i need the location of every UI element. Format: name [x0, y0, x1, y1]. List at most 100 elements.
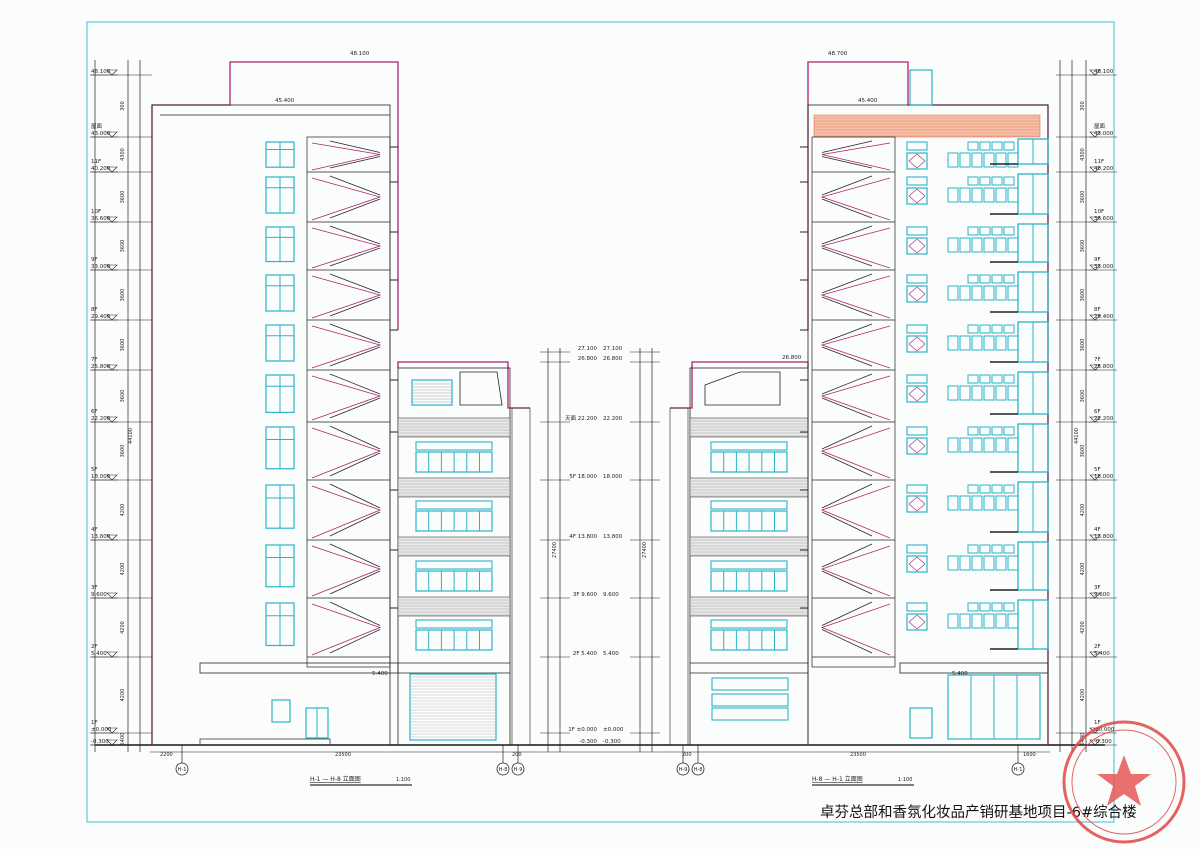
window — [906, 335, 928, 353]
view-title-left: H-1 — H-8 立面图 — [310, 775, 361, 783]
level-triangle — [106, 416, 118, 423]
window-pane — [959, 437, 971, 453]
floor-height-left: 3600 — [120, 339, 126, 352]
small-window — [991, 484, 1003, 494]
left-tall-body — [151, 104, 391, 746]
stair-flight — [329, 543, 381, 568]
stair-flight — [821, 483, 873, 509]
level-triangle — [1089, 216, 1101, 223]
floor-height-right: 4200 — [1080, 621, 1086, 634]
level-right-10-floor: 3F — [1094, 585, 1101, 591]
level-right-3-floor: 10F — [1094, 209, 1104, 215]
window-opening-mark — [908, 614, 926, 630]
ground-window — [711, 693, 789, 707]
level-triangle — [106, 131, 118, 138]
level-left-13-elev: -0.300 — [91, 739, 109, 745]
vent-window — [906, 602, 928, 612]
window — [906, 495, 928, 513]
small-window — [1003, 226, 1015, 236]
window — [906, 385, 928, 403]
window — [906, 437, 928, 455]
window-pane — [995, 237, 1007, 253]
window-pane — [983, 555, 995, 571]
stair-railing — [820, 227, 891, 269]
floor-height-left: 5400 — [120, 733, 126, 746]
stair-railing — [311, 227, 382, 269]
level-right-11-floor: 2F — [1094, 644, 1101, 650]
level-triangle — [1089, 314, 1101, 321]
roof-hatch — [459, 371, 503, 406]
axis-label: H-9 — [514, 767, 523, 773]
stair-flight — [329, 397, 381, 419]
window-pane — [947, 385, 959, 401]
level-triangle — [1089, 592, 1101, 599]
level-right-2-elev: 40.200 — [1094, 166, 1114, 172]
level-triangle — [1089, 166, 1101, 173]
level-left-12-floor: 1F — [91, 720, 98, 726]
level-left-5-floor: 8F — [91, 307, 98, 313]
stair-railing — [311, 545, 382, 597]
view-scale-right: 1:100 — [898, 777, 912, 783]
floor-height-right: 3600 — [1080, 289, 1086, 302]
stair-railing — [311, 485, 382, 539]
axis-bubble — [511, 762, 525, 776]
small-window — [967, 602, 979, 612]
small-window — [967, 544, 979, 554]
vent-window — [906, 274, 928, 284]
window-pane — [1007, 613, 1019, 629]
stair-flight — [329, 452, 381, 477]
level-low-right-7: ±0.000 — [603, 727, 624, 733]
small-window — [979, 484, 991, 494]
stair-flight — [821, 629, 873, 654]
window-opening-mark — [908, 438, 926, 454]
dim-span-right: 23500 — [850, 752, 866, 758]
axis-label: H-1 — [1014, 767, 1023, 773]
stair-flight — [821, 198, 873, 219]
dim-right-overhang: 1600 — [1023, 752, 1036, 758]
level-right-6-elev: 25.800 — [1094, 364, 1114, 370]
stair-flight — [329, 156, 381, 169]
small-window — [979, 226, 991, 236]
level-low-roof-right: 26.800 — [782, 355, 802, 361]
level-left-parapet: 48.100 — [350, 51, 370, 57]
window-pane — [983, 495, 995, 511]
level-right-7-floor: 6F — [1094, 409, 1101, 415]
level-left-6-elev: 25.800 — [91, 364, 111, 370]
window-pane — [971, 237, 983, 253]
level-right-4-elev: 33.000 — [1094, 264, 1114, 270]
window-pane — [995, 187, 1007, 203]
level-right-3-elev: 36.600 — [1094, 216, 1114, 222]
window-pane — [995, 385, 1007, 401]
level-right-12-floor: 1F — [1094, 720, 1101, 726]
level-left-11-elev: 5.400 — [91, 651, 107, 657]
small-window — [979, 176, 991, 186]
level-low-left-0: 27.100 — [578, 346, 598, 352]
level-triangle — [1089, 131, 1101, 138]
floor-height-right: 300 — [1080, 101, 1086, 111]
window-transom — [415, 500, 493, 510]
window-pane — [983, 437, 995, 453]
level-triangle — [1089, 474, 1101, 481]
stair-flight — [329, 225, 381, 245]
stair-flight — [821, 601, 873, 626]
vent-window — [906, 484, 928, 494]
window-pane — [983, 187, 995, 203]
level-low-left-4: 4F 13.800 — [569, 534, 597, 540]
small-window — [979, 274, 991, 284]
window-transom — [415, 619, 493, 629]
window-pane — [995, 437, 1007, 453]
window-pane — [995, 285, 1007, 301]
window-pane — [947, 335, 959, 351]
level-triangle — [106, 264, 118, 271]
small-window — [967, 226, 979, 236]
total-height-low-left: 27400 — [552, 542, 558, 558]
louver-vent — [411, 379, 453, 406]
stair-flight — [821, 175, 873, 196]
level-triangle — [106, 592, 118, 599]
level-left-8-elev: 18.000 — [91, 474, 111, 480]
roof-door — [909, 69, 933, 106]
roof-band — [813, 114, 1041, 138]
window-pane — [959, 237, 971, 253]
stamp-star-icon — [1097, 755, 1151, 806]
